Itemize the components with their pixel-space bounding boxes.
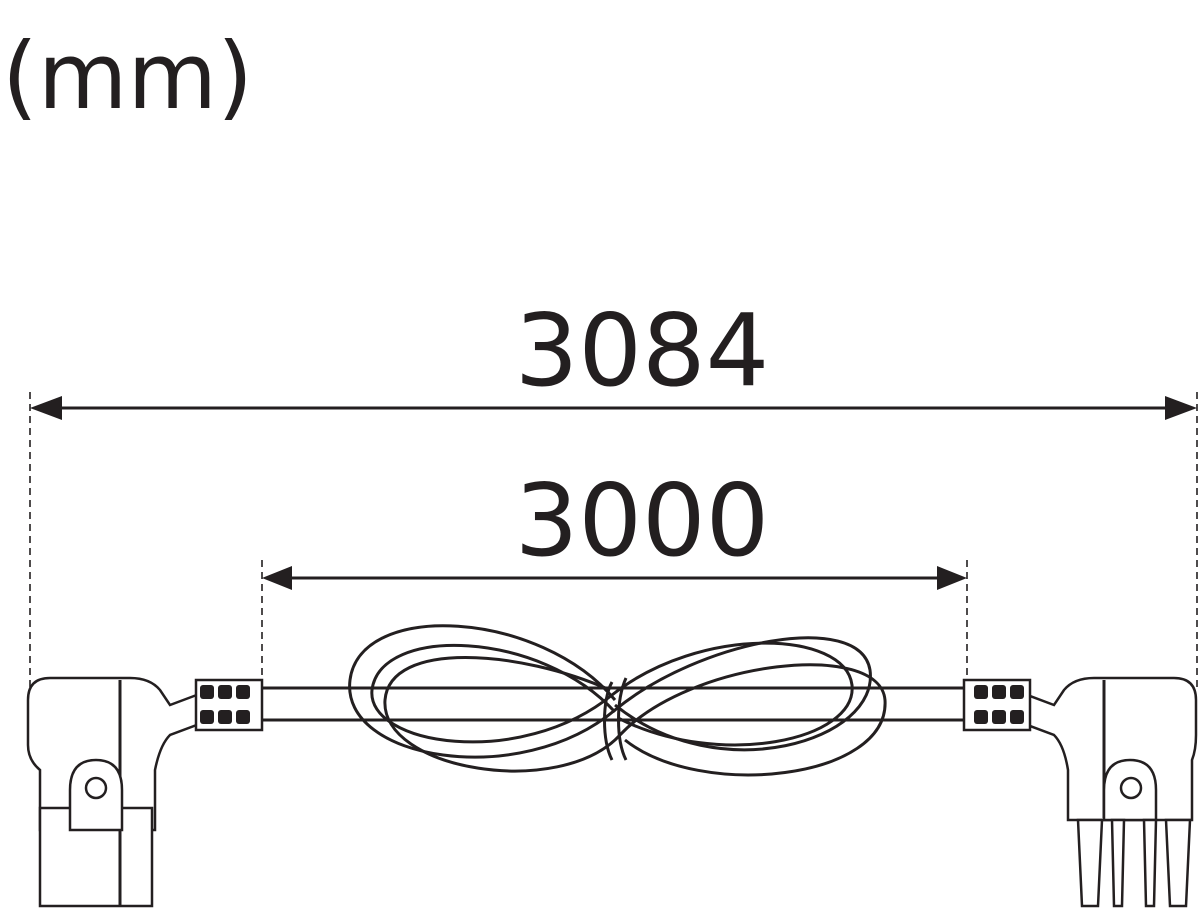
overall-length-dimension: 3084 — [29, 292, 1198, 690]
arrowhead-right-icon — [937, 566, 967, 590]
cable-tie — [603, 681, 614, 761]
cable-length-value: 3000 — [515, 462, 770, 579]
unit-label: (mm) — [2, 23, 253, 130]
left-connector-iec-plug — [26, 676, 264, 908]
coiled-cable — [262, 624, 967, 777]
cable-tie — [617, 677, 628, 761]
arrowhead-right-icon — [1165, 396, 1197, 420]
cable-length-dimension: 3000 — [261, 462, 968, 680]
overall-length-value: 3084 — [515, 292, 770, 409]
arrowhead-left-icon — [30, 396, 62, 420]
arrowhead-left-icon — [262, 566, 292, 590]
right-connector-schuko-plug — [962, 676, 1198, 908]
